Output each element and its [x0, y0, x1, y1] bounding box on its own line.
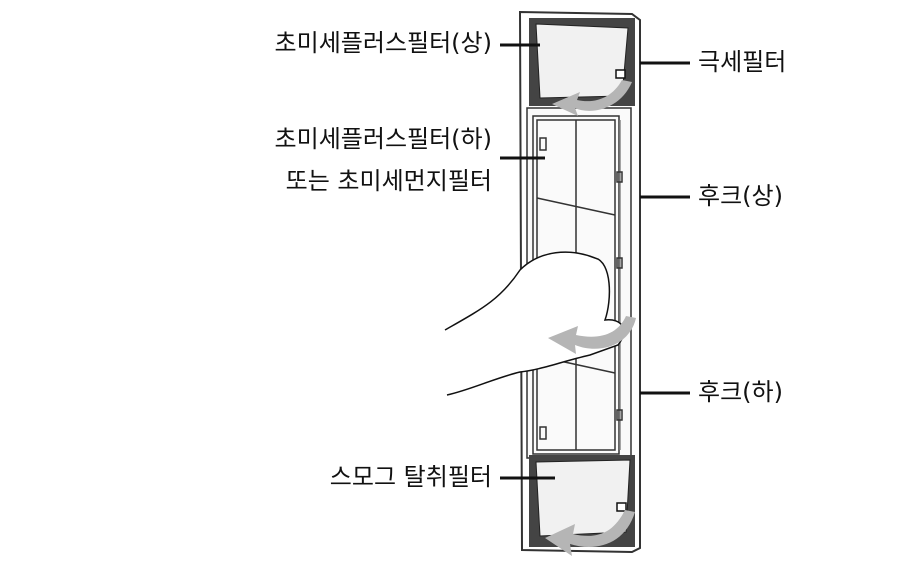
label-micro-filter: 극세필터 [698, 48, 787, 76]
label-lower-ultrafine-plus-filter: 초미세플러스필터(하) [274, 125, 492, 153]
lower-hook-tab [616, 502, 627, 512]
hand-illustration [444, 251, 625, 396]
label-hook-upper: 후크(상) [698, 182, 783, 210]
arrow-middle [548, 316, 636, 354]
upper-hook-tab [615, 69, 626, 79]
leader-lines [500, 43, 690, 480]
arrow-upper [552, 80, 632, 116]
label-upper-ultrafine-plus-filter: 초미세플러스필터(상) [274, 29, 492, 57]
arrow-lower [545, 510, 635, 556]
label-hook-lower: 후크(하) [698, 378, 783, 406]
rotation-arrows [545, 80, 636, 556]
label-ultrafine-dust-filter: 또는 초미세먼지필터 [285, 167, 492, 195]
label-smog-deodorizing-filter: 스모그 탈취필터 [329, 463, 492, 491]
